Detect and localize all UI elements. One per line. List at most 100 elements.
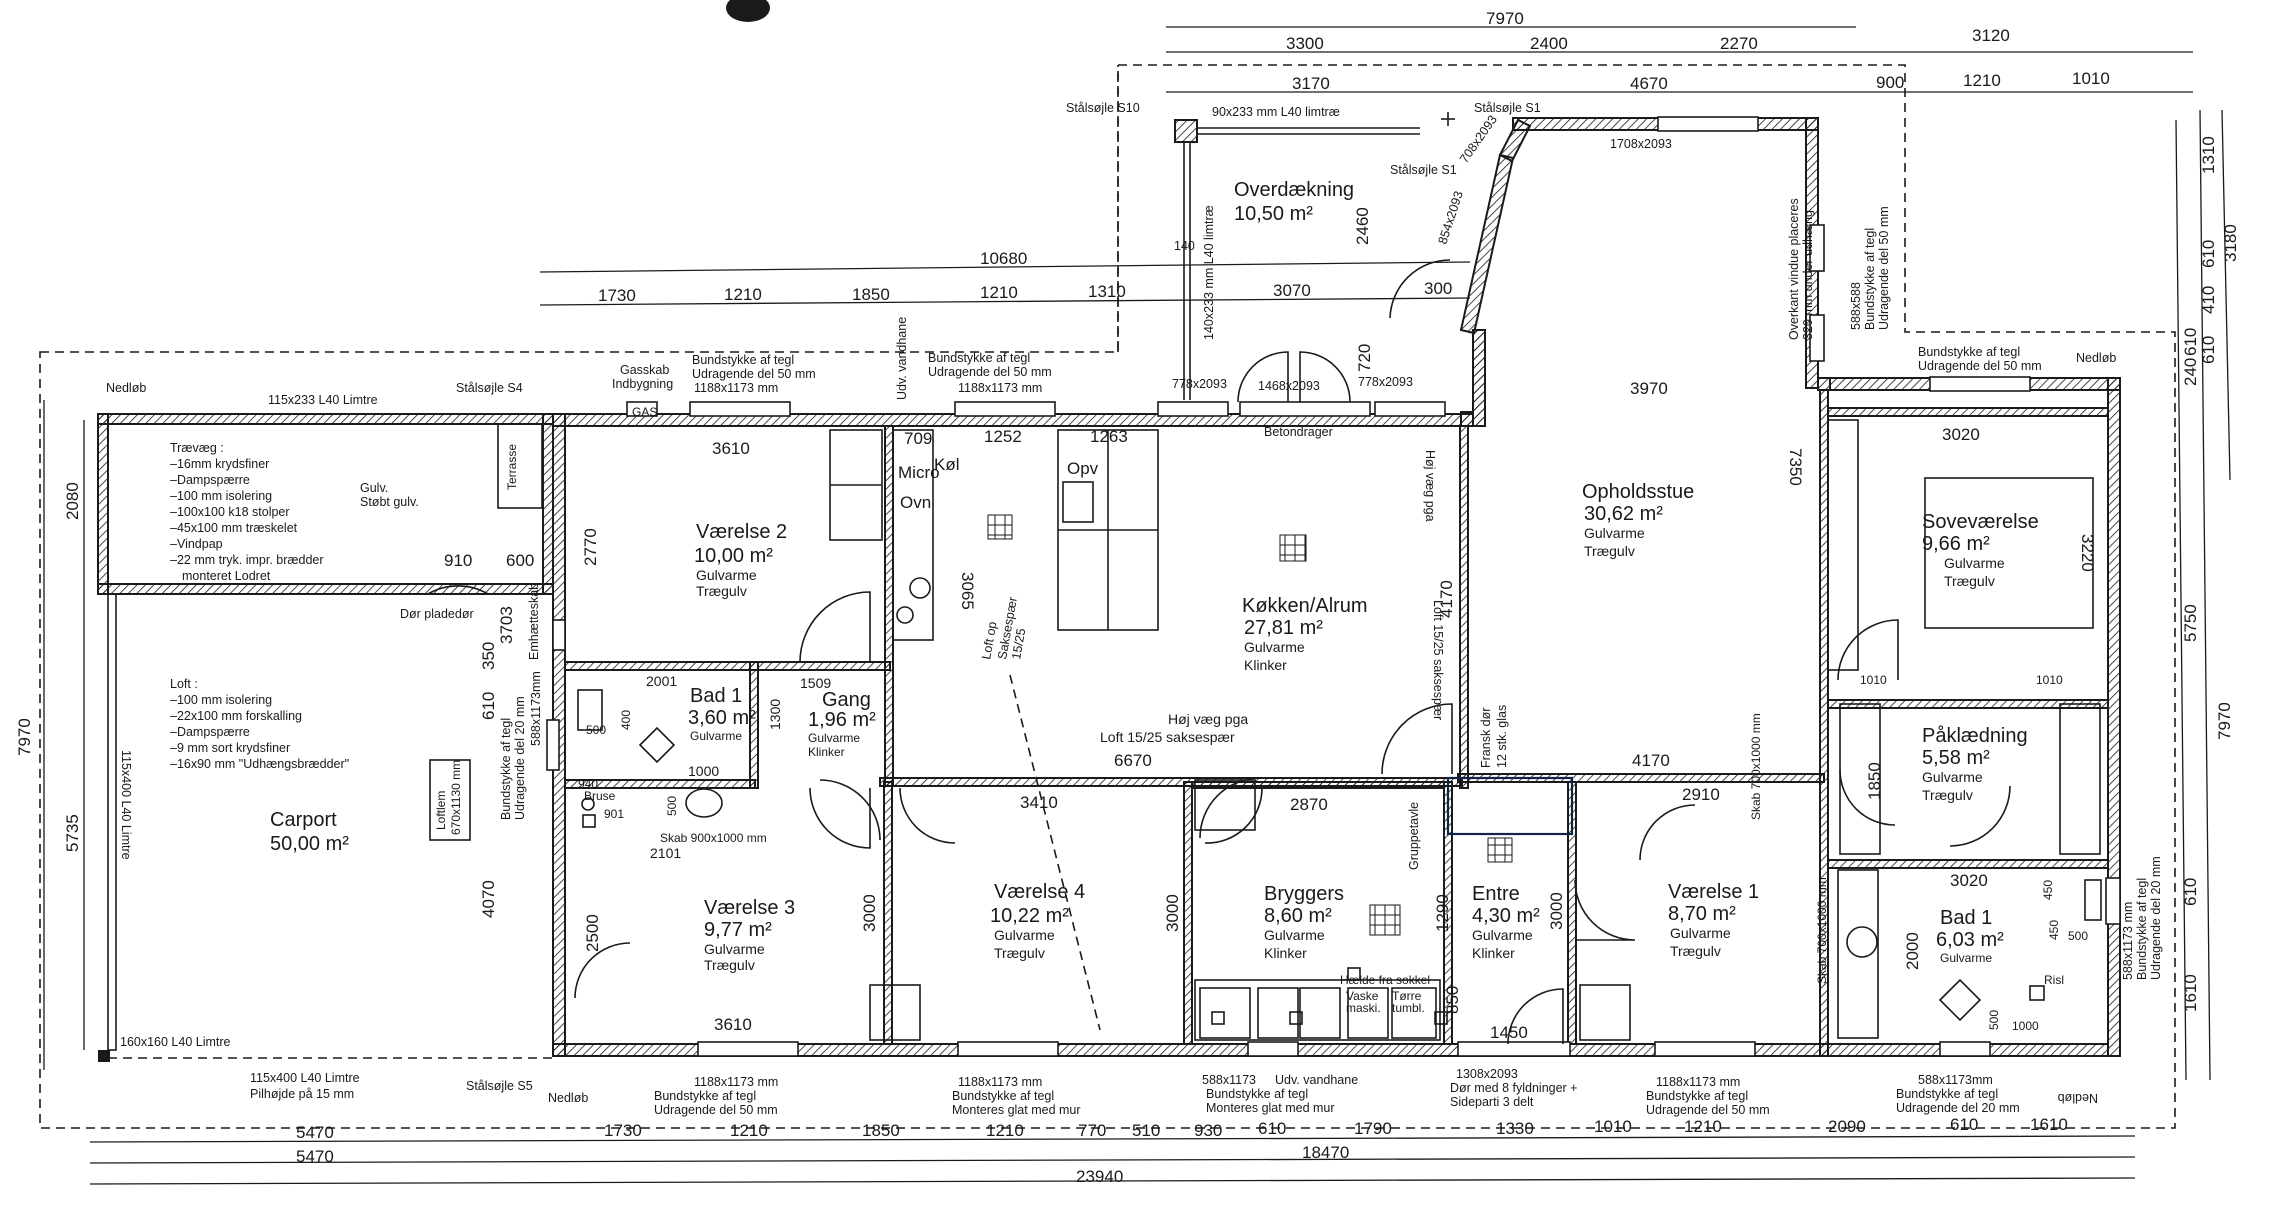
label-notes-win_1468: 1468x2093: [1258, 379, 1320, 393]
label-notes-win_bottom1-2: Udragende del 50 mm: [654, 1103, 778, 1117]
plan-rect: [2105, 877, 2121, 925]
plan-rect: [1839, 703, 1881, 855]
label-bottom_dims-row1-12: 1210: [1684, 1117, 1722, 1136]
right-dimensions: 1310 3180 610 410 610 240 610 5750 7970 …: [2175, 109, 2240, 1081]
plan-ellipse: [685, 788, 723, 818]
label-rooms-9-name: Bryggers: [1264, 883, 1344, 905]
plan-path: [1949, 785, 2011, 847]
plan-line: [89, 1135, 2136, 1143]
label-bottom_dims-row1-1: 1730: [604, 1121, 642, 1140]
room-entre: Entre 4,30 m² Gulvarme Klinker: [1472, 883, 1540, 961]
label-notes-dims_inner-d2001: 2001: [646, 673, 677, 689]
plan-rect: [1472, 329, 1486, 427]
label-notes-bundstykke_top_2-1: Udragende del 50 mm: [928, 365, 1052, 379]
label-notes-dims_inner-d901: 901: [604, 807, 624, 821]
label-notes-trevaeg-7: –22 mm tryk. impr. brædder: [170, 553, 324, 567]
label-notes-stolsojle_s4: Stålsøjle S4: [456, 381, 523, 395]
label-notes-dims_inner-d500d: 500: [1987, 1010, 2001, 1030]
plan-rect: [869, 984, 921, 1041]
plan-rect: [1837, 869, 1879, 1039]
label-notes-win_bottom2-2: Monteres glat med mur: [952, 1103, 1081, 1117]
plan-rect: [1457, 1041, 1571, 1057]
label-right_dims-9: 610: [2181, 878, 2200, 906]
plan-rect: [1434, 1011, 1448, 1025]
plan-rect: [1939, 1041, 1991, 1057]
room-vaerelse-4: Værelse 4 10,22 m² Gulvarme Trægulv: [990, 881, 1085, 961]
label-notes-win_708: 708x2093: [1457, 113, 1500, 166]
selection-box[interactable]: [1446, 776, 1574, 836]
label-rooms-8-name: Værelse 4: [994, 881, 1085, 903]
plan-rect: [1194, 779, 1256, 831]
overdaekning-frame: [1174, 112, 1455, 403]
label-rooms-10-name: Entre: [1472, 883, 1520, 905]
label-notes-loft-3: –Dampspærre: [170, 725, 250, 739]
label-notes-dims_inner-d6670: 6670: [1114, 751, 1152, 770]
label-notes-dim_720: 720: [1355, 344, 1374, 372]
label-bottom_dims-row1-4: 1210: [986, 1121, 1024, 1140]
label-rooms-6-area: 1,96 m²: [808, 709, 876, 731]
room-vaerelse-3: Værelse 3 9,77 m² Gulvarme Trægulv: [704, 897, 795, 973]
room-opholdsstue: Opholdsstue 30,62 m² Gulvarme Trægulv: [1582, 481, 1694, 559]
dim-top-r2-2: 2270: [1720, 34, 1758, 53]
label-notes-win_1188_top1: 1188x1173 mm: [694, 381, 778, 395]
label-notes-win_bottom5-0: 588x1173mm: [1918, 1073, 1993, 1087]
dim-top-r2-0: 3300: [1286, 34, 1324, 53]
carport-structure: Terrasse Loftlem 670x1130 mm: [97, 413, 554, 1062]
label-notes-win_bottom3-1: Udv. vandhane: [1275, 1073, 1358, 1087]
label-notes-dims_inner-d3610a: 3610: [712, 439, 750, 458]
label-rooms-14-name: Overdækning: [1234, 179, 1354, 201]
label-notes-dims_inner-d610v: 610: [479, 692, 498, 720]
label-notes-win_1708: 1708x2093: [1610, 137, 1672, 151]
label-rooms-12-area: 6,03 m²: [1936, 929, 2004, 951]
label-bottom_dims-row1-0: 5470: [296, 1123, 334, 1142]
plan-rect: [1211, 1011, 1225, 1025]
plan-rect: [552, 619, 566, 651]
plan-line: [539, 261, 1471, 273]
label-notes-emhaetskab: Emhætteskab: [527, 583, 541, 660]
label-notes-win_588_right2-1: Bundstykke af tegl: [2135, 878, 2149, 980]
label-notes-dims_inner-d2770: 2770: [581, 528, 600, 566]
plan-rect: [1827, 419, 1859, 671]
label-notes-limtre_90: 90x233 mm L40 limtræ: [1212, 105, 1340, 119]
label-notes-dims_inner-d350: 350: [479, 642, 498, 670]
label-notes-win_588_right-2: Udragende del 50 mm: [1877, 206, 1891, 330]
label-notes-loft_op: Loft op: [979, 620, 999, 660]
label-notes-bundstykke_top_1-0: Bundstykke af tegl: [692, 353, 794, 367]
plan-rect: [1827, 407, 2109, 417]
label-notes-tvatte-1: tumbl.: [1392, 1001, 1425, 1015]
plan-rect: [1174, 119, 1198, 143]
plan-rect: [1289, 1011, 1303, 1025]
label-ovn: Ovn: [900, 493, 931, 512]
plan-rect: [564, 661, 891, 671]
label-rooms-0-l2: Trægulv: [696, 583, 747, 599]
label-notes-dims_inner-d1010b: 1010: [2036, 673, 2063, 687]
plan-path: [1938, 978, 1982, 1022]
label-notes-nedlob: Nedløb: [106, 381, 146, 395]
label-notes-dims_inner-d450b: 450: [2047, 920, 2061, 940]
label-bottom_dims-row1-8: 610: [1258, 1119, 1286, 1138]
label-notes-lofter-0: Loftlem: [434, 791, 448, 830]
label-notes-dims_inner-d1850: 1850: [1865, 762, 1884, 800]
label-notes-dims_inner-d600: 600: [506, 551, 534, 570]
label-notes-dims_inner-d2000: 2000: [1903, 932, 1922, 970]
label-rooms-14-area: 10,50 m²: [1234, 203, 1313, 225]
dim-top-r3-1: 4670: [1630, 74, 1668, 93]
label-rooms-0-name: Værelse 2: [696, 521, 787, 543]
plan-rect: [1062, 481, 1094, 523]
room-bad-1b: Bad 1 6,03 m² Gulvarme: [1936, 907, 2004, 965]
door-swings: [574, 591, 2011, 1045]
plan-path: [1381, 703, 1453, 775]
plan-rect: [2029, 985, 2045, 1001]
label-notes-trevaeg-5: –45x100 mm træskelet: [170, 521, 298, 535]
label-bottom_dims-row1-2: 1210: [730, 1121, 768, 1140]
label-bottom_dims-row1-13: 2090: [1828, 1117, 1866, 1136]
plan-path: [1837, 619, 1899, 681]
label-rooms-10-area: 4,30 m²: [1472, 905, 1540, 927]
label-notes-stolsojle_s5: Stålsøjle S5: [466, 1079, 533, 1093]
plan-rect: [697, 1041, 799, 1057]
label-rooms-7-area: 9,77 m²: [704, 919, 772, 941]
dim-top-r2-3: 3120: [1972, 26, 2010, 45]
label-rooms-0-area: 10,00 m²: [694, 545, 773, 567]
label-notes-saks_1525: 15/25: [1009, 627, 1028, 660]
label-notes-lofter-1: 670x1130 mm: [449, 760, 463, 835]
